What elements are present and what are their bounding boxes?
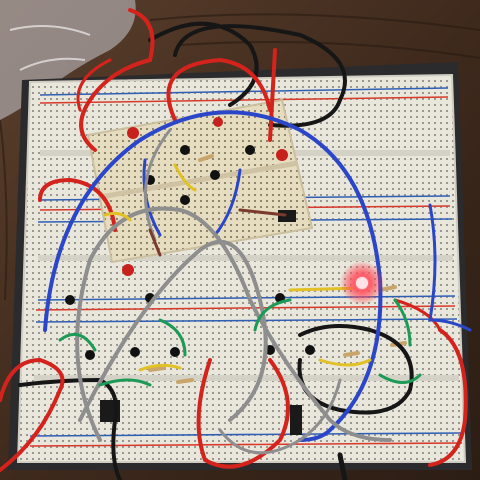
led-large-board bbox=[356, 277, 368, 289]
wood-grain bbox=[0, 13, 480, 301]
wire-green-4 bbox=[393, 298, 412, 347]
wire-blue-big-arc bbox=[43, 110, 383, 442]
plastic-bag-fold bbox=[9, 25, 91, 71]
wires bbox=[0, 8, 472, 480]
wire-yellow-3 bbox=[318, 358, 372, 367]
led-small-board-1 bbox=[127, 127, 139, 139]
wire-brown-1 bbox=[148, 228, 162, 257]
small-breadboard-channel bbox=[99, 160, 299, 200]
wire-gray-bottom bbox=[218, 378, 342, 455]
wire-red-bottom bbox=[196, 358, 290, 469]
wire-red-vertical bbox=[268, 48, 277, 142]
leds bbox=[122, 117, 384, 305]
wire-yellow-2 bbox=[138, 363, 182, 372]
wire-red-left bbox=[38, 177, 117, 232]
wire-red-right-2 bbox=[393, 298, 442, 332]
led-small-board-3 bbox=[276, 149, 288, 161]
wire-green-3 bbox=[378, 373, 422, 384]
wire-black-lower bbox=[297, 324, 414, 415]
wire-black-bottom bbox=[337, 452, 348, 480]
wire-gray-long bbox=[75, 206, 392, 442]
wire-black-top bbox=[173, 24, 347, 128]
wire-green-6 bbox=[98, 378, 152, 387]
wire-black-left bbox=[18, 377, 122, 480]
led-small-board-2 bbox=[213, 117, 223, 127]
wire-red-top bbox=[79, 8, 155, 152]
led-left bbox=[122, 264, 134, 276]
wire-red-bottom-left bbox=[0, 357, 65, 472]
wire-yellow-5 bbox=[103, 211, 132, 222]
resistors bbox=[148, 154, 407, 384]
wire-yellow-4 bbox=[173, 163, 197, 192]
wire-green-5 bbox=[58, 332, 97, 352]
wire-green-2 bbox=[253, 298, 292, 332]
wire-black-top-2 bbox=[148, 21, 259, 107]
wire-brown-2 bbox=[238, 208, 287, 217]
wire-gray-top bbox=[143, 128, 172, 242]
wire-red-right bbox=[428, 328, 468, 467]
wire-blue-small-2 bbox=[213, 168, 242, 237]
wire-green-1 bbox=[158, 318, 187, 357]
wire-red-top-left bbox=[76, 58, 112, 112]
wire-blue-right bbox=[428, 203, 472, 332]
wire-red-loop bbox=[166, 57, 272, 122]
wire-gray-cross bbox=[78, 239, 268, 422]
